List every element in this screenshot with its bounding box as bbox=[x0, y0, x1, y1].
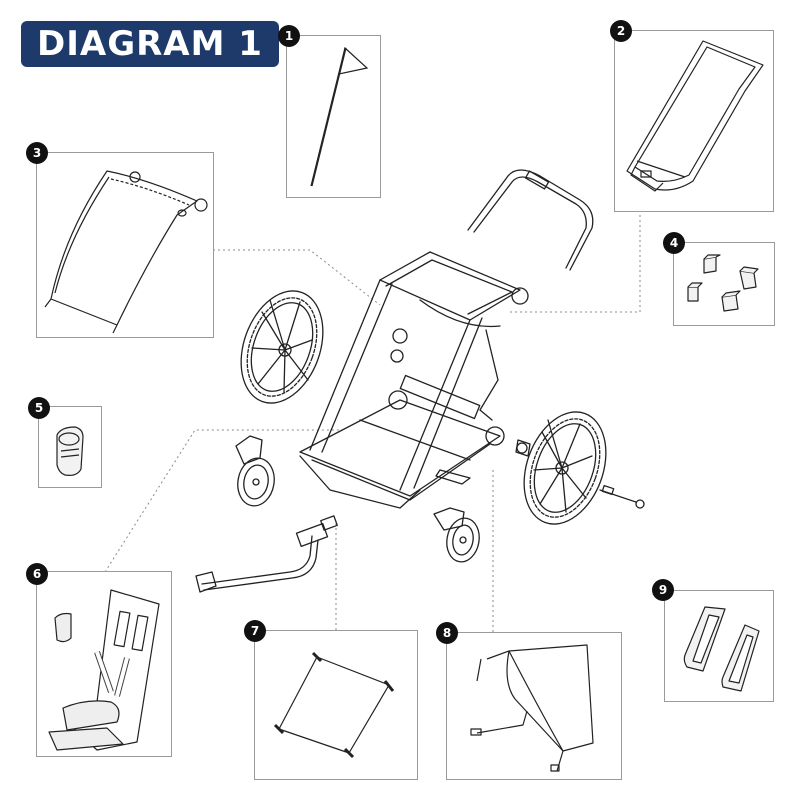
leader-line-6 bbox=[105, 430, 340, 572]
callout-7: 7 bbox=[244, 620, 266, 642]
leader-line-3 bbox=[213, 250, 380, 305]
callout-4: 4 bbox=[663, 232, 685, 254]
left-rear-wheel bbox=[226, 280, 337, 415]
front-wheel-left bbox=[234, 436, 278, 509]
base-frame bbox=[300, 400, 500, 496]
reflectors-drawing bbox=[683, 606, 760, 692]
right-rear-wheel bbox=[509, 401, 620, 536]
upper-frame bbox=[380, 252, 520, 320]
panel-8-storage-bag bbox=[446, 632, 622, 780]
callout-5: 5 bbox=[28, 397, 50, 419]
callout-9: 9 bbox=[652, 579, 674, 601]
cover-drawing bbox=[626, 40, 764, 192]
front-frame bbox=[310, 280, 392, 452]
buckle-drawing bbox=[56, 426, 84, 476]
panel-7-mesh-frame bbox=[254, 630, 418, 780]
panel-6-seat bbox=[36, 571, 172, 757]
storage-bag-drawing bbox=[470, 644, 594, 772]
panel-2-cover bbox=[614, 30, 774, 212]
diagram-title: DIAGRAM 1 bbox=[21, 21, 279, 67]
panel-4-clips bbox=[673, 242, 775, 326]
mesh-frame-drawing bbox=[273, 651, 395, 759]
seat-drawing bbox=[48, 589, 160, 751]
callout-2: 2 bbox=[610, 20, 632, 42]
callout-6: 6 bbox=[26, 563, 48, 585]
front-wheel-right bbox=[434, 508, 483, 564]
callout-8: 8 bbox=[436, 622, 458, 644]
clips-drawing bbox=[687, 254, 759, 312]
leader-line-2 bbox=[510, 210, 640, 312]
flag-drawing bbox=[310, 46, 369, 187]
callout-3: 3 bbox=[26, 142, 48, 164]
panel-3-canopy bbox=[36, 152, 214, 338]
panel-5-buckle bbox=[38, 406, 102, 488]
canopy-drawing bbox=[44, 170, 208, 334]
handlebar bbox=[468, 170, 593, 270]
callout-1: 1 bbox=[278, 25, 300, 47]
tow-bar bbox=[196, 516, 337, 592]
panel-9-reflectors bbox=[664, 590, 774, 702]
panel-1-flag bbox=[286, 35, 381, 198]
